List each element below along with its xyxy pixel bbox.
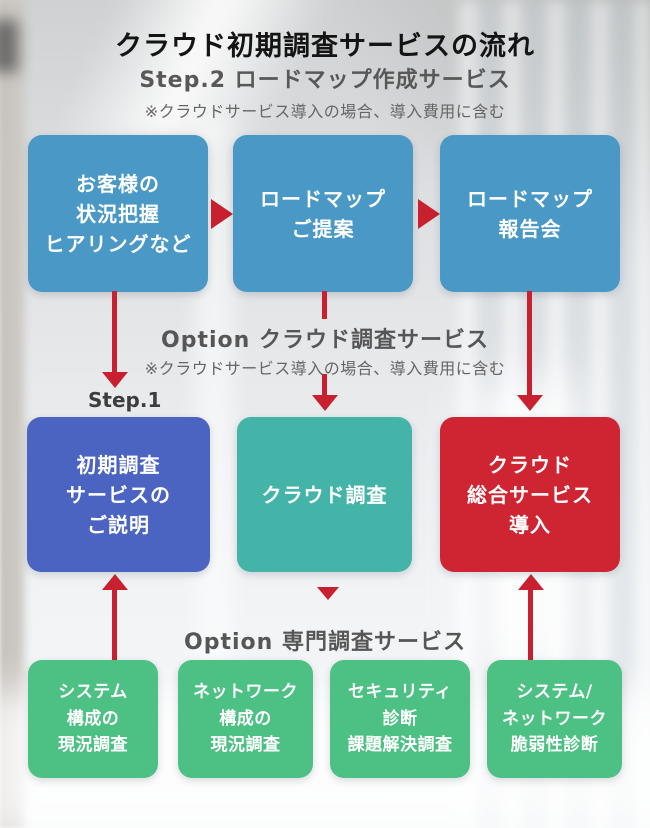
arrow-down-icon (317, 587, 339, 600)
arrow-down-shaft (322, 291, 327, 319)
box-vulnerability-diagnosis: システム/ ネットワーク 脆弱性診断 (487, 660, 622, 778)
box-system-config-survey: システム 構成の 現況調査 (28, 660, 158, 778)
option-cloud-heading: Option クラウド調査サービス (161, 328, 489, 353)
box-network-config-survey: ネットワーク 構成の 現況調査 (178, 660, 313, 778)
box-roadmap-report: ロードマップ 報告会 (440, 135, 620, 292)
background-left-band (0, 0, 30, 828)
box-customer-hearing: お客様の 状況把握 ヒアリングなど (28, 135, 208, 292)
option-cloud-note: ※クラウドサービス導入の場合、導入費用に含む (144, 359, 506, 378)
option-expert-heading: Option 専門調査サービス (184, 630, 466, 655)
arrow-up-icon (102, 574, 128, 590)
arrow-right-icon (418, 199, 440, 229)
box-cloud-survey: クラウド調査 (237, 417, 412, 572)
step1-label: Step.1 (88, 388, 162, 412)
arrow-up-icon (518, 574, 544, 590)
arrow-down-icon (312, 395, 338, 411)
box-cloud-total-service: クラウド 総合サービス 導入 (440, 417, 620, 572)
step2-heading: Step.2 ロードマップ作成サービス (139, 68, 511, 93)
box-initial-survey-explanation: 初期調査 サービスの ご説明 (27, 417, 210, 572)
arrow-right-icon (211, 199, 233, 229)
box-security-diagnosis: セキュリティ 診断 課題解決調査 (330, 660, 470, 778)
arrow-down-icon (517, 395, 543, 411)
step2-note: ※クラウドサービス導入の場合、導入費用に含む (144, 102, 506, 121)
page-title: クラウド初期調査サービスの流れ (115, 31, 535, 62)
box-roadmap-proposal: ロードマップ ご提案 (233, 135, 413, 292)
